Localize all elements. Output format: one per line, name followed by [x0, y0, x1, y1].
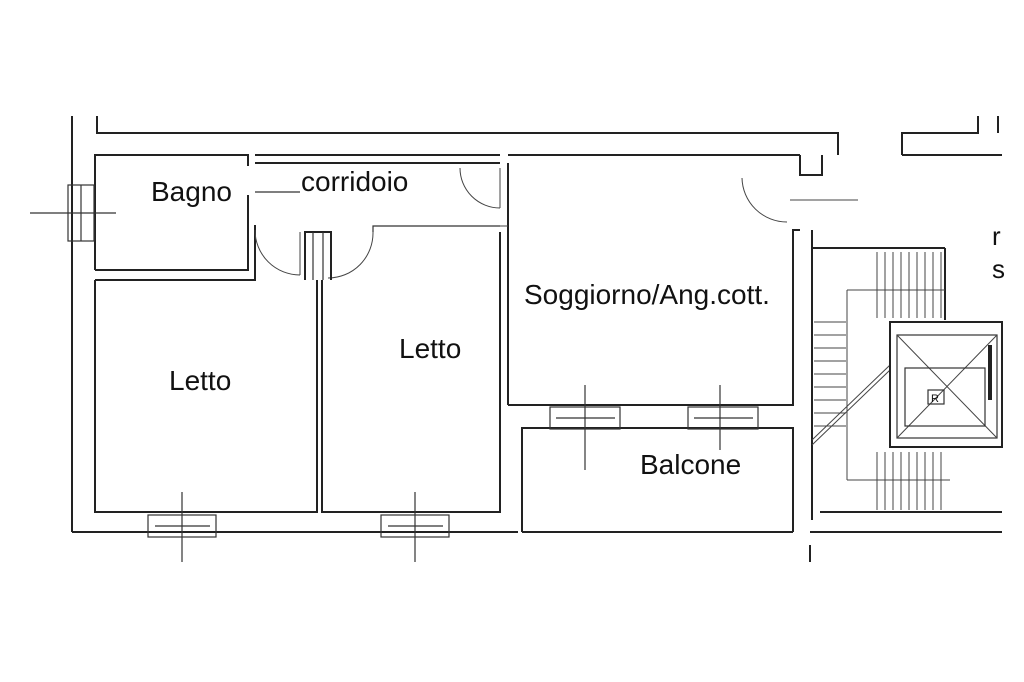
elevator: [889, 321, 1003, 448]
room-label-letto-left: Letto: [169, 365, 231, 396]
room-label-soggiorno: Soggiorno/Ang.cott.: [524, 279, 770, 310]
cut-off-label-2: s: [992, 254, 1005, 284]
window-soggiorno-right: [687, 385, 759, 450]
cut-off-label-1: r: [992, 221, 1001, 251]
corridor-door-swing: [459, 167, 501, 209]
room-label-bagno: Bagno: [151, 176, 232, 207]
bagno-walls: [95, 191, 300, 281]
window-letto-center: [380, 492, 450, 562]
window-bagno: [30, 184, 116, 242]
elevator-button-icon: [927, 389, 945, 405]
room-label-letto-center: Letto: [399, 333, 461, 364]
window-letto-left: [147, 492, 217, 562]
letto-center-door-swing: [327, 231, 374, 279]
soggiorno-balcone-walls: [500, 225, 800, 533]
room-label-corridoio: corridoio: [301, 166, 408, 197]
soggiorno-entry-door-swing: [741, 177, 788, 223]
room-label-balcone: Balcone: [640, 449, 741, 480]
bagno-door-swing: [254, 229, 301, 276]
elevator-mark: R: [931, 393, 939, 405]
window-soggiorno-left: [549, 385, 621, 470]
stairwell: [809, 230, 1002, 562]
bedroom-walls: [72, 232, 518, 533]
